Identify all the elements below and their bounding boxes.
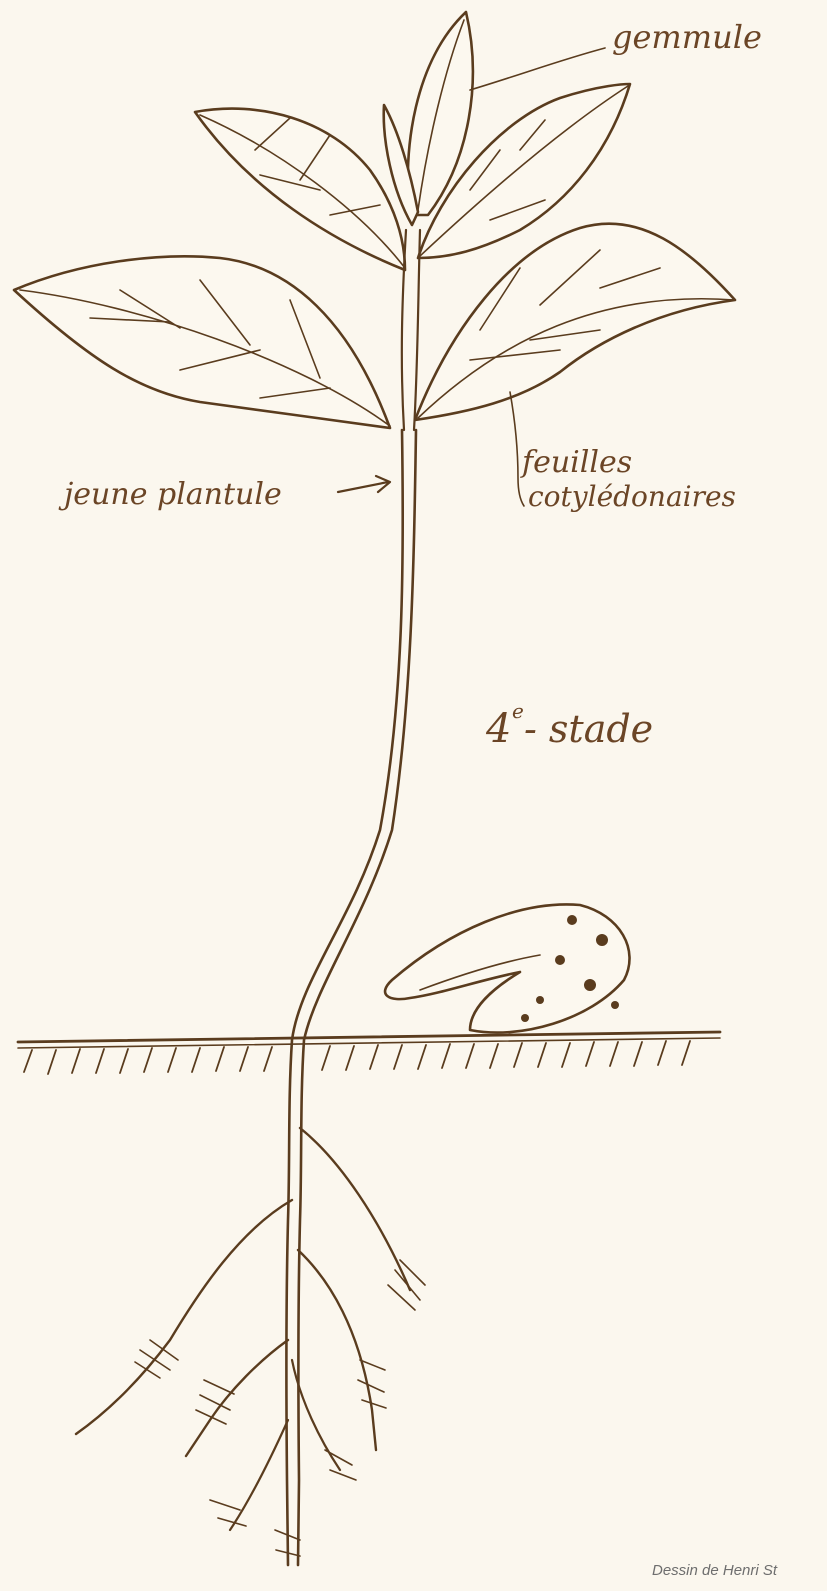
drawing-credit: Dessin de Henri St bbox=[652, 1562, 777, 1579]
seed-shell bbox=[385, 904, 629, 1032]
stade-superscript: e bbox=[512, 699, 524, 723]
label-jeune-plantule: jeune plantule bbox=[58, 477, 282, 512]
stem bbox=[286, 230, 420, 1565]
leaf-upper-left bbox=[195, 109, 405, 270]
stade-word: - stade bbox=[524, 707, 653, 751]
label-gemmule: gemmule bbox=[612, 18, 762, 56]
leaf-left-cotyledon bbox=[14, 256, 390, 428]
roots bbox=[76, 1128, 425, 1556]
ground-line bbox=[18, 1032, 720, 1074]
stade-number: 4 bbox=[485, 706, 511, 752]
label-stade: 4 e - stade bbox=[485, 699, 653, 752]
label-cotyledonaires: cotylédonaires bbox=[528, 480, 736, 513]
label-feuilles: feuilles bbox=[520, 445, 632, 480]
